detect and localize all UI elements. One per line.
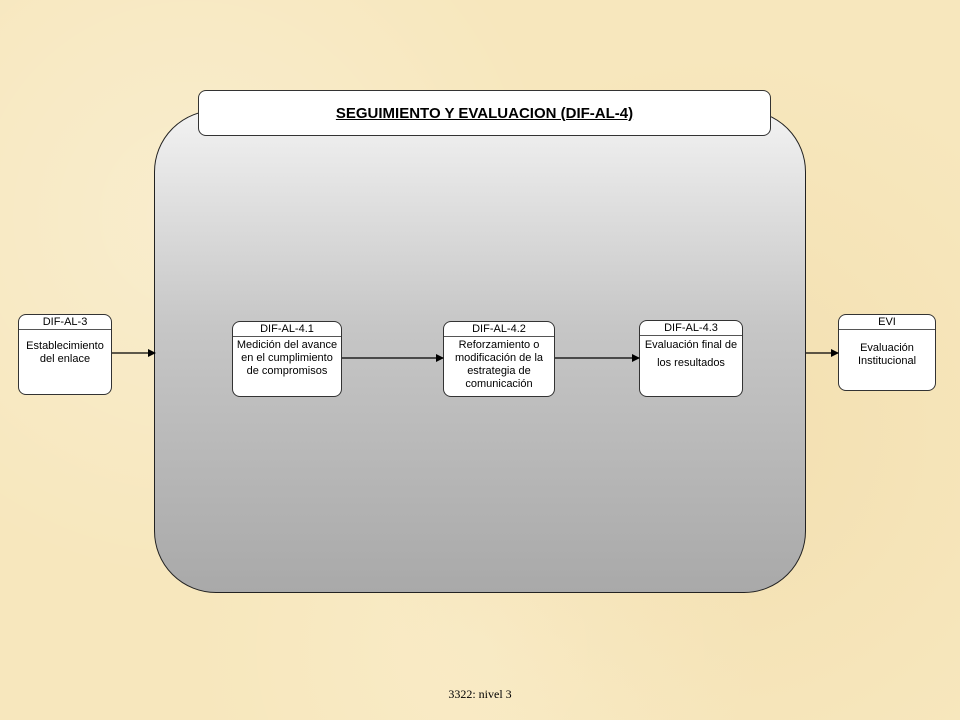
step-node-1: DIF-AL-4.1 Medición del avance en el cum… <box>232 321 342 397</box>
step-node-2-desc: Reforzamiento o modificación de la estra… <box>454 339 544 390</box>
process-title-box: SEGUIMIENTO Y EVALUACION (DIF-AL-4) <box>198 90 771 136</box>
output-node-desc: Evaluación Institucional <box>857 342 917 367</box>
output-node: EVI Evaluación Institucional <box>838 314 936 391</box>
step-node-3: DIF-AL-4.3 Evaluación final de los resul… <box>639 320 743 397</box>
input-node-desc: Establecimiento del enlace <box>26 340 104 365</box>
step-node-1-code: DIF-AL-4.1 <box>233 322 341 337</box>
input-node: DIF-AL-3 Establecimiento del enlace <box>18 314 112 395</box>
step-node-3-code: DIF-AL-4.3 <box>640 321 742 336</box>
footer-label: 3322: nivel 3 <box>448 687 512 701</box>
step-node-3-desc: Evaluación final de los resultados <box>644 339 738 369</box>
process-title: SEGUIMIENTO Y EVALUACION (DIF-AL-4) <box>335 104 634 122</box>
input-node-code: DIF-AL-3 <box>19 315 111 330</box>
step-node-2: DIF-AL-4.2 Reforzamiento o modificación … <box>443 321 555 397</box>
output-node-code: EVI <box>839 315 935 330</box>
step-node-1-desc: Medición del avance en el cumplimiento d… <box>236 339 338 377</box>
step-node-2-code: DIF-AL-4.2 <box>444 322 554 337</box>
